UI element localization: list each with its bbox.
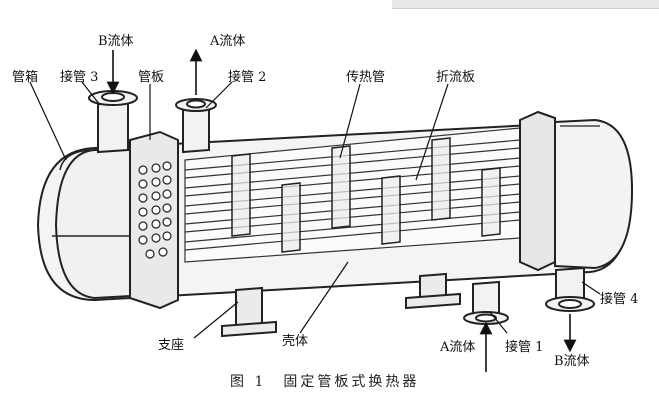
nozzle-2 <box>175 98 217 154</box>
label-baffle: 折流板 <box>436 70 476 85</box>
support-left <box>221 286 277 338</box>
nozzle-4 <box>545 266 595 312</box>
label-nozzle-1: 接管 1 <box>505 340 544 355</box>
label-nozzle-3: 接管 3 <box>60 70 99 85</box>
figure-caption: 图 1 固定管板式换热器 <box>230 374 420 390</box>
label-tube-sheet: 管板 <box>138 70 165 85</box>
label-fluid-a-top: A流体 <box>210 34 246 49</box>
label-shell: 壳体 <box>282 334 309 349</box>
top-strip <box>392 0 659 9</box>
nozzle-1 <box>463 280 509 325</box>
leader-lines <box>29 81 601 339</box>
right-head <box>554 118 634 270</box>
baffle-plates <box>231 137 501 253</box>
support-right <box>405 272 461 310</box>
tube-box <box>52 149 131 300</box>
label-support: 支座 <box>158 338 185 353</box>
label-nozzle-2: 接管 2 <box>228 70 267 85</box>
label-fluid-b-top: B流体 <box>98 34 134 49</box>
label-fluid-a-bottom: A流体 <box>440 340 476 355</box>
label-nozzle-4: 接管 4 <box>600 292 639 307</box>
flow-arrows <box>106 48 577 372</box>
label-heat-tubes: 传热管 <box>346 70 386 85</box>
tube-sheet-left <box>129 130 179 310</box>
tube-sheet-right <box>519 110 556 272</box>
label-tube-box: 管箱 <box>12 70 39 85</box>
label-fluid-b-bottom: B流体 <box>554 354 590 369</box>
